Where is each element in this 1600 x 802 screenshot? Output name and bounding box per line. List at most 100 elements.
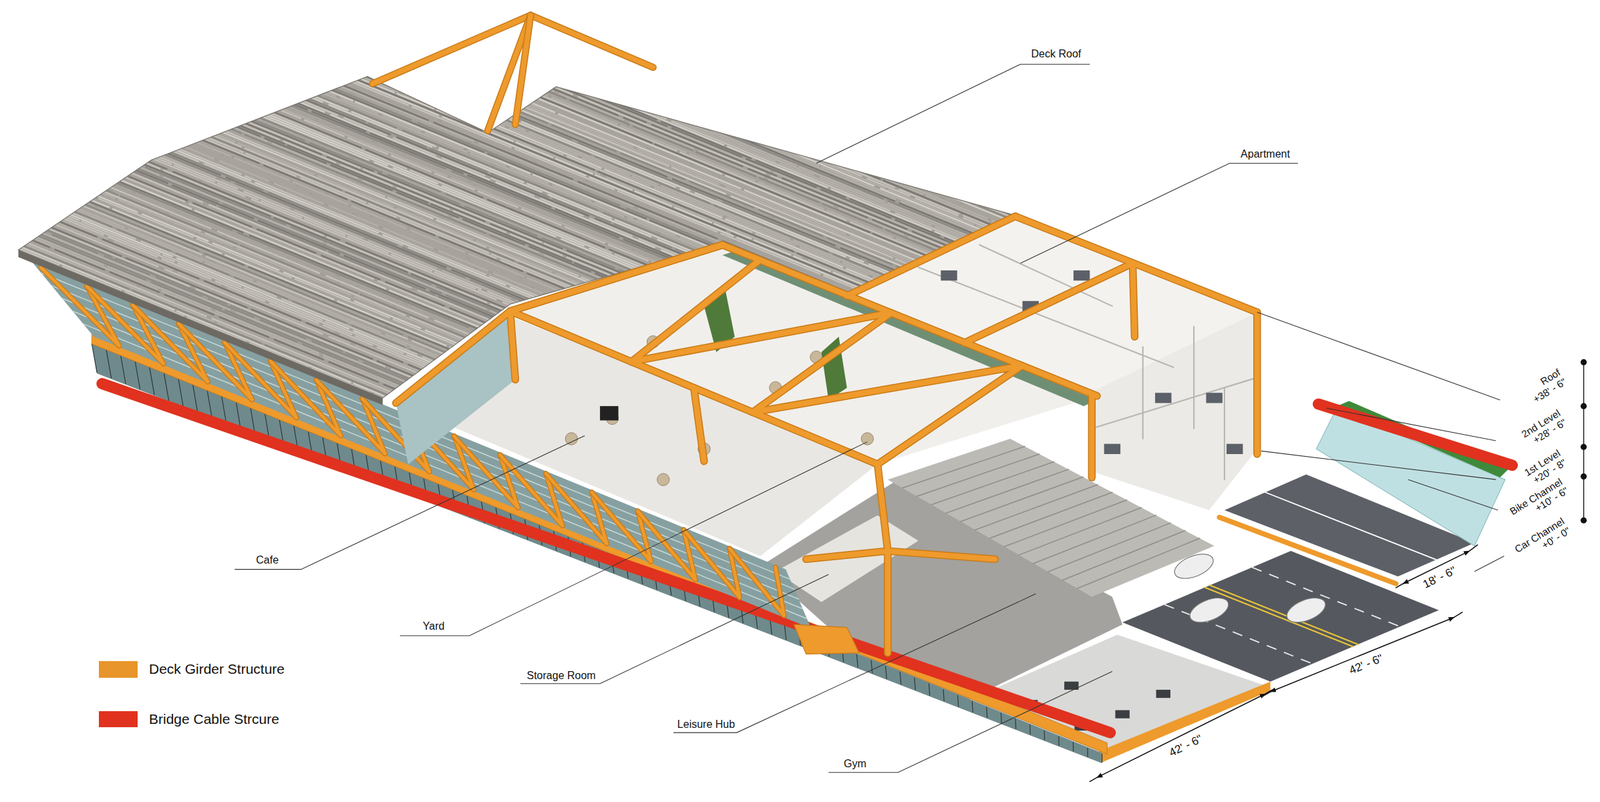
leader-line bbox=[520, 574, 829, 684]
girder-beam bbox=[1088, 394, 1096, 478]
furniture bbox=[1205, 392, 1222, 403]
deck-roof bbox=[0, 0, 1123, 709]
table bbox=[861, 432, 874, 445]
roof-plank bbox=[0, 247, 1123, 709]
girder-beam bbox=[510, 311, 878, 465]
roof-plank bbox=[0, 176, 1123, 637]
facade-strut bbox=[362, 398, 385, 454]
roof-plank bbox=[0, 243, 1123, 704]
facade-strut bbox=[316, 380, 342, 437]
glazing-mullion bbox=[149, 367, 155, 395]
dimension-line bbox=[1096, 694, 1266, 778]
storage-floor bbox=[775, 515, 919, 603]
roof-plank bbox=[0, 137, 1123, 598]
glazing-mullion bbox=[1029, 724, 1031, 735]
level-dot bbox=[1580, 444, 1587, 451]
callout-label: Deck Roof bbox=[1031, 48, 1082, 61]
roof-plank bbox=[0, 233, 1123, 695]
roof-plank bbox=[0, 82, 1123, 543]
stair-step bbox=[1004, 500, 1127, 548]
furniture bbox=[940, 270, 957, 281]
roof-plank bbox=[0, 144, 1123, 605]
glazing-mullion bbox=[885, 666, 888, 680]
level-axis bbox=[1583, 362, 1585, 521]
level-markers bbox=[1580, 359, 1587, 524]
girder-beam bbox=[510, 311, 516, 380]
car bbox=[1186, 593, 1232, 628]
roof-planks bbox=[0, 0, 1123, 709]
glazing-mullion bbox=[1000, 713, 1003, 724]
roof-plank bbox=[0, 96, 1123, 557]
roof-plank bbox=[0, 192, 1123, 653]
leader-line bbox=[828, 671, 1113, 773]
roof-plank bbox=[0, 116, 1123, 578]
glazing-mullion bbox=[178, 379, 184, 407]
girder-beam bbox=[510, 245, 723, 312]
roof-plank bbox=[0, 213, 1123, 674]
girder-beam bbox=[752, 366, 1023, 413]
roof-plank bbox=[0, 227, 1123, 688]
dimension-tick bbox=[1469, 545, 1478, 552]
roof-plank bbox=[0, 225, 1123, 686]
roof-plank bbox=[0, 89, 1123, 550]
glazing-mullion bbox=[1058, 736, 1060, 747]
callout-label: Yard bbox=[422, 620, 445, 633]
legend-entry: Deck Girder Structure bbox=[98, 661, 285, 678]
roof-plank bbox=[0, 204, 1123, 665]
roof-plank bbox=[0, 190, 1123, 651]
glazing-mullion bbox=[193, 384, 198, 412]
roof-truss bbox=[372, 15, 654, 131]
legend-swatch bbox=[98, 661, 138, 678]
roof-plank bbox=[0, 112, 1123, 573]
girder-beam bbox=[396, 311, 511, 404]
roof-plank bbox=[0, 188, 1123, 649]
girder-beam bbox=[1132, 263, 1135, 337]
dimension-label: 42' - 6" bbox=[1347, 652, 1385, 678]
room-partition bbox=[1142, 347, 1144, 440]
level-dot bbox=[1580, 473, 1587, 480]
dimension-tick bbox=[1263, 692, 1271, 697]
stair-step bbox=[1033, 515, 1156, 564]
level-dot bbox=[1580, 359, 1587, 366]
roof-plank bbox=[0, 126, 1123, 587]
furniture bbox=[1155, 392, 1172, 403]
roof-plank bbox=[0, 201, 1123, 663]
truss-member bbox=[487, 15, 531, 131]
girder-beam bbox=[877, 464, 888, 552]
glazing-mullion bbox=[871, 660, 873, 674]
glazing-mullion bbox=[914, 678, 916, 691]
leader-line bbox=[1020, 163, 1298, 264]
gym-machine bbox=[1114, 710, 1130, 719]
glazing-mullion bbox=[1044, 730, 1046, 741]
roof-plank bbox=[0, 105, 1123, 566]
glazing-mullion bbox=[1101, 754, 1103, 763]
girder-beam bbox=[806, 551, 888, 560]
callout-label: Storage Room bbox=[526, 669, 596, 682]
girder-end-beam bbox=[1096, 682, 1271, 763]
level-dot bbox=[1580, 517, 1587, 524]
furniture bbox=[1226, 444, 1243, 455]
leader-line bbox=[1326, 408, 1497, 441]
roof-plank bbox=[0, 128, 1123, 589]
glazing-mullion bbox=[1086, 748, 1088, 757]
glazing-mullion bbox=[899, 672, 902, 685]
girder-beam bbox=[877, 464, 888, 552]
facade-strut bbox=[729, 548, 784, 616]
glazing-mullion bbox=[784, 625, 786, 640]
leader-line bbox=[816, 64, 1090, 164]
stair-step bbox=[1048, 523, 1171, 572]
truss-member bbox=[530, 15, 653, 68]
roof-plank bbox=[0, 197, 1123, 658]
roof-plank bbox=[0, 217, 1123, 679]
leader-line bbox=[1474, 556, 1504, 572]
apartment-rooms bbox=[1091, 312, 1257, 511]
girder-beam bbox=[631, 259, 760, 362]
facade-strut bbox=[775, 567, 785, 616]
truss-member bbox=[487, 15, 531, 131]
dimension-label: 42' - 6" bbox=[1167, 732, 1205, 761]
girder-beam bbox=[631, 312, 892, 362]
glazing-mullion bbox=[1014, 719, 1017, 730]
leader-line bbox=[400, 442, 868, 636]
